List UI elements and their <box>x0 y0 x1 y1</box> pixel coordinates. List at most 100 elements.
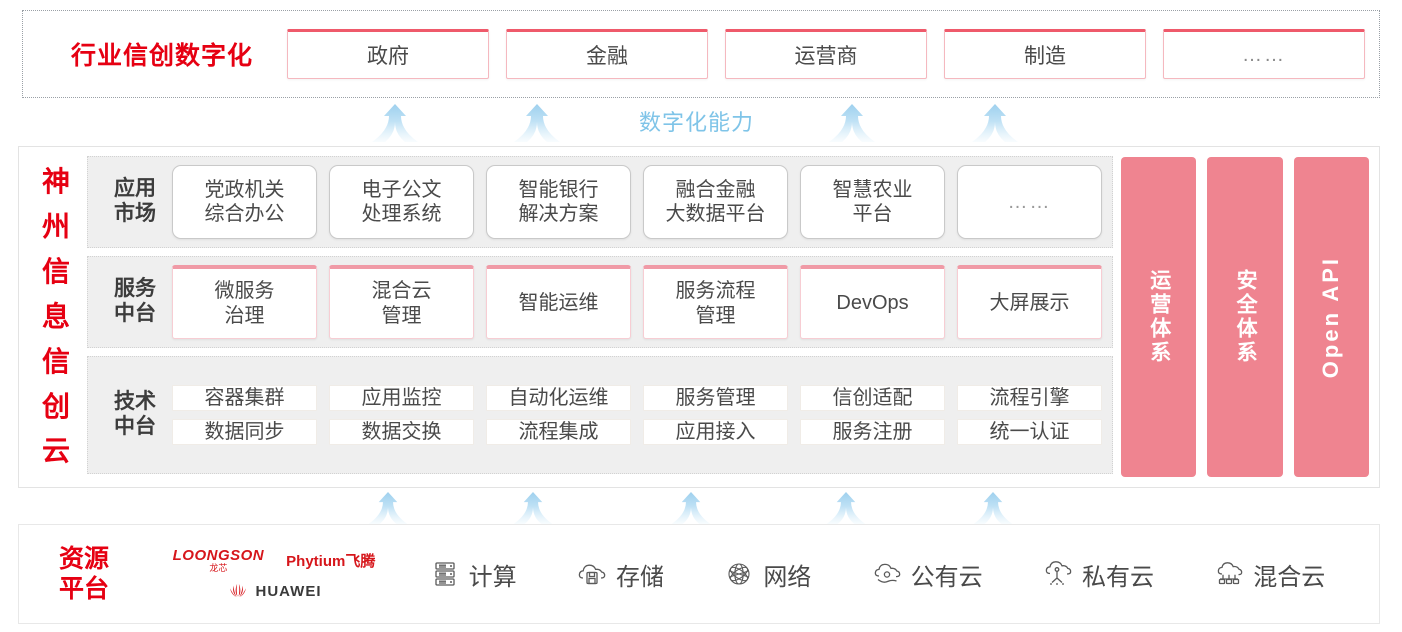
resource-platform-title: 资源 平台 <box>19 544 149 604</box>
loongson-logo-text: LOONGSON <box>172 547 265 564</box>
layer-label-line: 技术 <box>114 390 156 414</box>
pillar-list: 运营体系 安全体系 Open API <box>1121 156 1369 478</box>
app-market-cells: 党政机关综合办公 电子公文处理系统 智能银行解决方案 融合金融大数据平台 智慧农… <box>172 165 1102 239</box>
up-arrow-icon <box>367 492 409 524</box>
vendor-logo-row: HUAWEI <box>227 582 322 600</box>
up-arrow-icon <box>829 104 875 142</box>
cell-line: 综合办公 <box>204 203 285 225</box>
cell-line: 混合云 <box>371 280 432 303</box>
service-card-devops[interactable]: DevOps <box>800 265 945 339</box>
cell-line: 智能银行 <box>518 178 599 201</box>
service-card-aiops[interactable]: 智能运维 <box>486 265 631 339</box>
tech-card-service-registry[interactable]: 服务注册 <box>800 419 945 446</box>
layer-label-tech-platform: 技术 中台 <box>98 390 172 440</box>
up-arrow-icon <box>972 104 1018 142</box>
resource-item-label: 公有云 <box>910 563 983 591</box>
tech-platform-row: 数据同步 数据交换 流程集成 应用接入 服务注册 统一认证 <box>172 419 1102 446</box>
resource-item-label: 网络 <box>763 563 812 591</box>
tech-card-app-monitoring[interactable]: 应用监控 <box>329 384 474 411</box>
tech-card-xinchuang-adapt[interactable]: 信创适配 <box>800 384 945 411</box>
public-cloud-icon <box>871 558 903 590</box>
layer-label-line: 中台 <box>114 415 156 438</box>
tech-card-automated-ops[interactable]: 自动化运维 <box>486 384 631 411</box>
tech-card-app-access[interactable]: 应用接入 <box>643 419 788 446</box>
resource-item-network[interactable]: 网络 <box>723 557 811 592</box>
huawei-logo: HUAWEI <box>227 582 322 600</box>
tech-card-unified-auth[interactable]: 统一认证 <box>957 419 1102 446</box>
app-card-smart-bank[interactable]: 智能银行解决方案 <box>486 165 631 239</box>
app-card-edoc-system[interactable]: 电子公文处理系统 <box>329 165 474 239</box>
tech-card-container-cluster[interactable]: 容器集群 <box>172 384 317 411</box>
network-mesh-icon <box>723 558 755 590</box>
resource-arrow-band <box>22 490 1380 524</box>
layer-label-line: 中台 <box>114 302 156 325</box>
service-card-microservice-governance[interactable]: 微服务治理 <box>172 265 317 339</box>
service-card-dashboard[interactable]: 大屏展示 <box>957 265 1102 339</box>
cloud-platform-title: 神 州 信 息 信 创 云 <box>25 156 87 478</box>
resource-item-list: 计算 存储 <box>399 557 1379 592</box>
app-card-more[interactable]: …… <box>957 165 1102 239</box>
tech-card-data-sync[interactable]: 数据同步 <box>172 419 317 446</box>
cell-line: 微服务 <box>214 280 275 303</box>
cloud-title-char: 创 <box>41 390 70 422</box>
pillar-operations-system[interactable]: 运营体系 <box>1121 157 1197 477</box>
resource-item-storage[interactable]: 存储 <box>576 557 664 592</box>
industry-card-manufacturing[interactable]: 制造 <box>944 29 1146 79</box>
service-platform-cells: 微服务治理 混合云管理 智能运维 服务流程管理 DevOps 大屏展示 <box>172 265 1102 339</box>
cell-line: 服务流程 <box>675 280 756 303</box>
server-rack-icon <box>429 558 461 590</box>
tech-card-service-mgmt[interactable]: 服务管理 <box>643 384 788 411</box>
service-card-hybrid-cloud-mgmt[interactable]: 混合云管理 <box>329 265 474 339</box>
tech-card-process-engine[interactable]: 流程引擎 <box>957 384 1102 411</box>
resource-title-line: 平台 <box>58 575 109 603</box>
resource-item-compute[interactable]: 计算 <box>429 557 517 592</box>
tech-card-process-integration[interactable]: 流程集成 <box>486 419 631 446</box>
pillar-security-system[interactable]: 安全体系 <box>1207 157 1283 477</box>
huawei-flower-icon <box>227 582 249 600</box>
industry-card-list: 政府 金融 运营商 制造 …… <box>287 29 1365 79</box>
tech-card-data-exchange[interactable]: 数据交换 <box>329 419 474 446</box>
phytium-logo: Phytium飞腾 <box>286 553 376 570</box>
cell-line: 融合金融 <box>675 178 756 201</box>
resource-item-label: 存储 <box>615 563 664 591</box>
industry-band-title: 行业信创数字化 <box>70 42 253 70</box>
industry-band: 行业信创数字化 政府 金融 运营商 制造 …… <box>22 10 1380 98</box>
cell-line: 管理 <box>381 304 422 327</box>
resource-item-private-cloud[interactable]: 私有云 <box>1042 557 1154 592</box>
pillar-label: 运营体系 <box>1147 269 1171 365</box>
cell-line: 处理系统 <box>361 203 442 225</box>
cell-line: 电子公文 <box>361 178 442 201</box>
up-arrow-icon <box>372 104 418 142</box>
layer-tech-platform: 技术 中台 容器集群 应用监控 自动化运维 服务管理 信创适配 流程引擎 数据同… <box>87 356 1113 474</box>
pillar-label: 安全体系 <box>1234 269 1258 365</box>
cell-line: 平台 <box>852 203 893 225</box>
tech-platform-row: 容器集群 应用监控 自动化运维 服务管理 信创适配 流程引擎 <box>172 384 1102 411</box>
industry-card-telecom[interactable]: 运营商 <box>725 29 927 79</box>
layer-label-line: 服务 <box>114 277 156 301</box>
app-card-finance-bigdata[interactable]: 融合金融大数据平台 <box>643 165 788 239</box>
vendor-logo-list: LOONGSON 龙芯 Phytium飞腾 <box>149 548 399 600</box>
layer-list: 应用 市场 党政机关综合办公 电子公文处理系统 智能银行解决方案 融合金融大数据… <box>87 156 1113 478</box>
capability-label: 数字化能力 <box>639 110 755 135</box>
layer-service-platform: 服务 中台 微服务治理 混合云管理 智能运维 服务流程管理 DevOps 大屏展 <box>87 256 1113 348</box>
app-card-smart-agriculture[interactable]: 智慧农业平台 <box>800 165 945 239</box>
resource-item-label: 混合云 <box>1253 563 1326 591</box>
resource-platform-panel: 资源 平台 LOONGSON 龙芯 Phytium飞腾 <box>18 524 1380 624</box>
cell-line: 智慧农业 <box>832 178 913 201</box>
industry-card-finance[interactable]: 金融 <box>506 29 708 79</box>
industry-card-government[interactable]: 政府 <box>287 29 489 79</box>
resource-item-label: 计算 <box>468 563 517 591</box>
resource-item-public-cloud[interactable]: 公有云 <box>871 557 983 592</box>
cloud-storage-icon <box>576 558 608 590</box>
resource-item-hybrid-cloud[interactable]: 混合云 <box>1213 557 1325 592</box>
layer-label-app-market: 应用 市场 <box>98 177 172 227</box>
pillar-open-api[interactable]: Open API <box>1293 157 1369 477</box>
layer-label-line: 市场 <box>114 202 156 225</box>
app-card-government-office[interactable]: 党政机关综合办公 <box>172 165 317 239</box>
cloud-title-char: 信 <box>41 256 70 288</box>
layer-label-line: 应用 <box>114 177 156 201</box>
industry-card-more[interactable]: …… <box>1163 29 1365 79</box>
service-card-process-mgmt[interactable]: 服务流程管理 <box>643 265 788 339</box>
cell-line: 党政机关 <box>204 178 285 201</box>
